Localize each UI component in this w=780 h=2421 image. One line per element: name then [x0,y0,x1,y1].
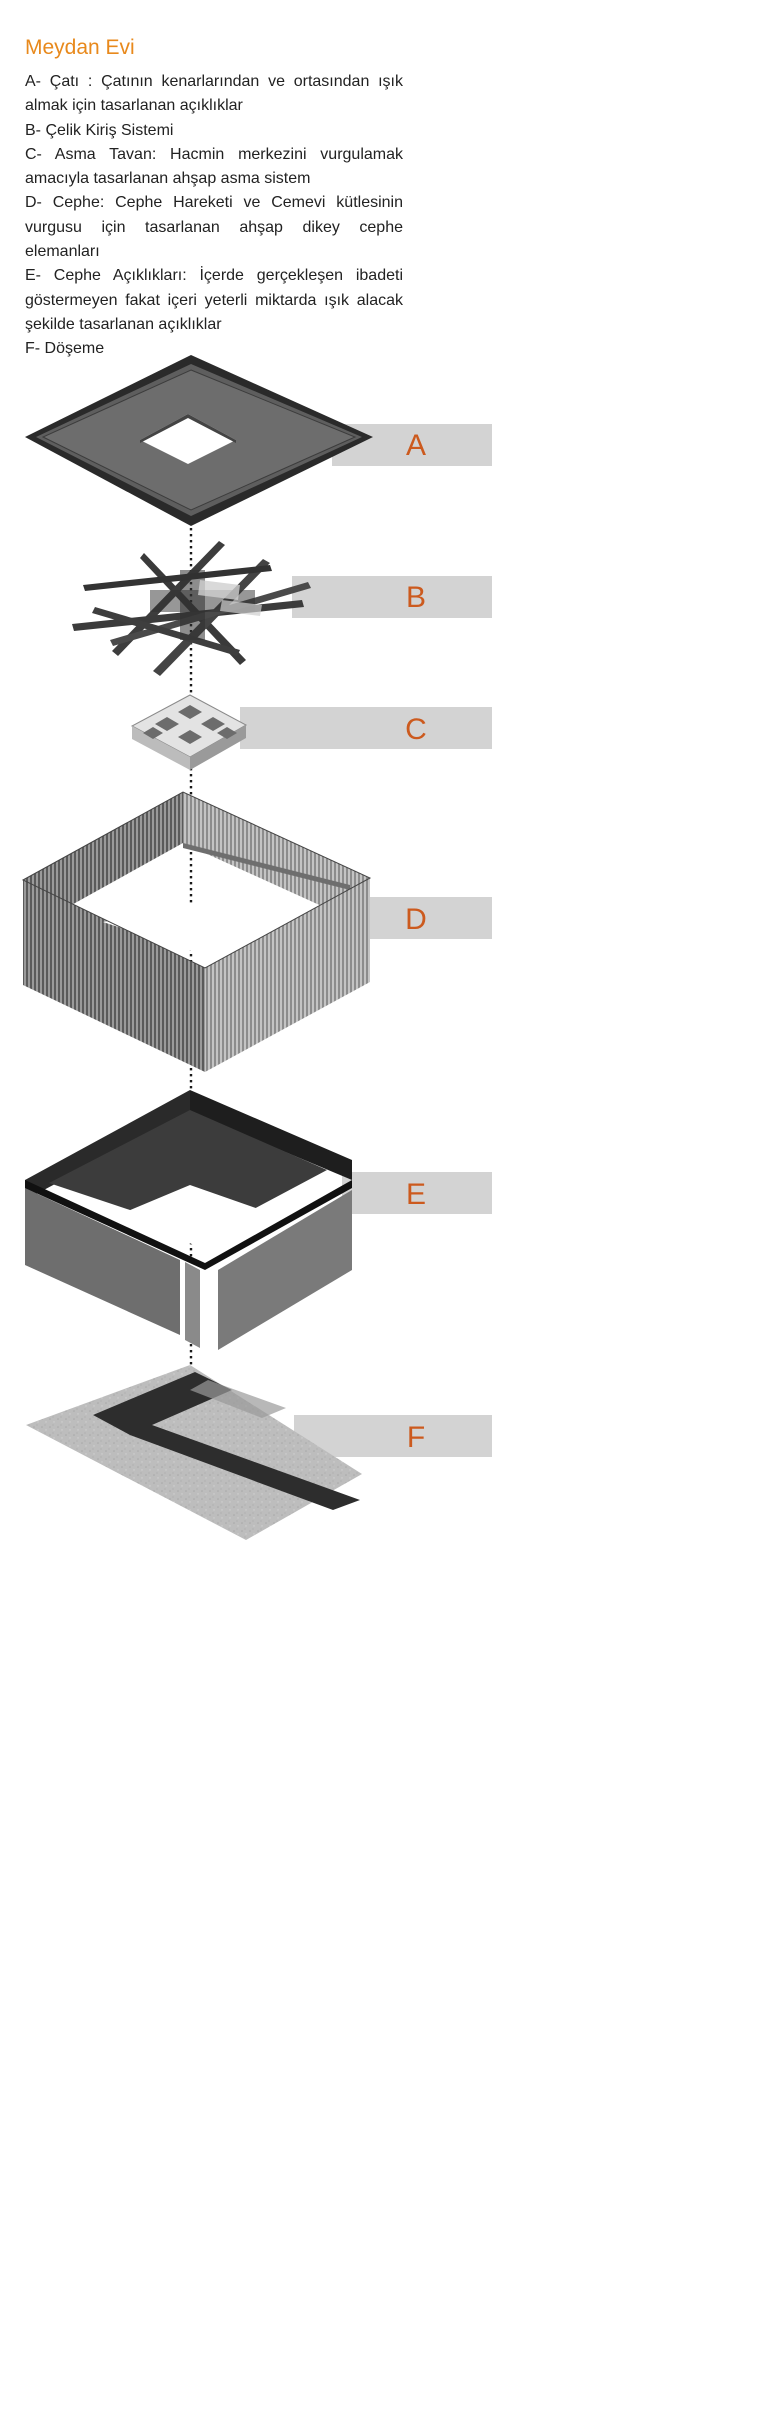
description-list: A- Çatı : Çatının kenarlarından ve ortas… [25,70,403,362]
label-a: A [406,429,426,462]
label-d: D [405,903,427,936]
label-band-d [362,897,492,939]
vertical-slat-facade [21,791,372,1072]
description-item-a: A- Çatı : Çatının kenarlarından ve ortas… [25,73,403,115]
description-item-e: E- Cephe Açıklıkları: İçerde gerçekleşen… [25,267,403,333]
description-item-d: D- Cephe: Cephe Hareketi ve Cemevi kütle… [25,194,403,261]
description-item-b: B- Çelik Kiriş Sistemi [25,121,174,139]
description-item-f: F- Döşeme [25,340,105,358]
facade-openings-volume [25,1090,352,1350]
label-band-b [292,576,492,618]
exploded-axonometric-diagram: A B C D E F [21,355,492,1540]
floor-slab [26,1365,362,1540]
page-title: Meydan Evi [25,36,135,59]
description-item-c: C- Asma Tavan: Hacmin merkezini vurgulam… [25,145,403,188]
label-c: C [405,713,427,746]
label-f: F [407,1421,425,1454]
steel-beam-system [72,541,311,676]
label-band-f [294,1415,492,1457]
label-band-e [342,1172,492,1214]
label-e: E [406,1178,426,1211]
suspended-ceiling [130,694,248,770]
label-band-c [240,707,492,749]
labels: A B C D E F [405,429,427,1454]
label-b: B [406,581,426,614]
roof-slab [25,355,373,526]
